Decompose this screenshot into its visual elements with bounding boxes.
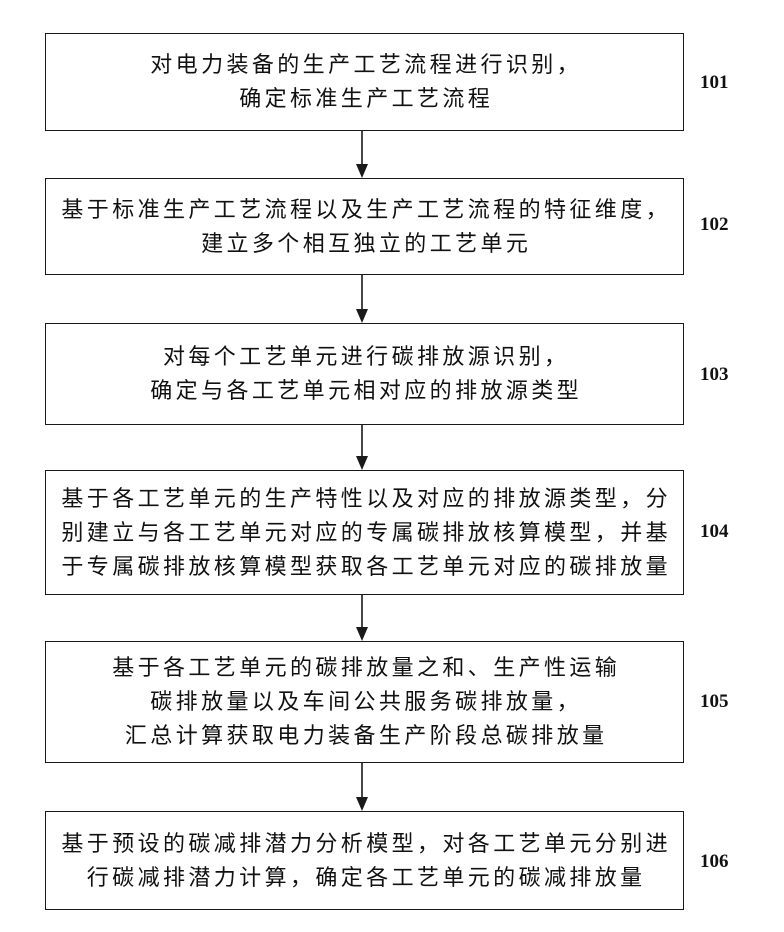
step-number-104: 104 xyxy=(700,520,750,544)
step-text-line: 对电力装备的生产工艺流程进行识别， xyxy=(147,48,582,82)
step-number-103: 103 xyxy=(700,363,750,387)
step-text-line: 汇总计算获取电力装备生产阶段总碳排放量 xyxy=(122,719,608,753)
step-text-line: 基于各工艺单元的碳排放量之和、生产性运输 xyxy=(109,651,620,685)
step-box-106: 基于预设的碳减排潜力分析模型，对各工艺单元分别进 行碳减排潜力计算，确定各工艺单… xyxy=(45,811,684,910)
step-text-line: 确定标准生产工艺流程 xyxy=(236,82,493,116)
arrow-105-to-106 xyxy=(352,763,372,811)
step-number-101: 101 xyxy=(700,71,750,95)
step-number-105: 105 xyxy=(700,690,750,714)
arrow-101-to-102 xyxy=(352,131,372,178)
step-box-101: 对电力装备的生产工艺流程进行识别， 确定标准生产工艺流程 xyxy=(45,33,684,131)
arrow-103-to-104 xyxy=(352,425,372,470)
step-text-line: 基于标准生产工艺流程以及生产工艺流程的特征维度， xyxy=(58,193,671,227)
step-text-line: 基于预设的碳减排潜力分析模型，对各工艺单元分别进 xyxy=(58,827,671,861)
step-text-line: 别建立与各工艺单元对应的专属碳排放核算模型，并基 xyxy=(58,516,671,550)
arrow-104-to-105 xyxy=(352,595,372,641)
arrow-102-to-103 xyxy=(352,275,372,323)
step-text-line: 行碳减排潜力计算，确定各工艺单元的碳减排放量 xyxy=(83,861,645,895)
step-box-105: 基于各工艺单元的碳排放量之和、生产性运输 碳排放量以及车间公共服务碳排放量， 汇… xyxy=(45,641,684,763)
step-box-103: 对每个工艺单元进行碳排放源识别， 确定与各工艺单元相对应的排放源类型 xyxy=(45,323,684,425)
step-number-106: 106 xyxy=(700,850,750,874)
step-text-line: 碳排放量以及车间公共服务碳排放量， xyxy=(147,685,582,719)
step-number-102: 102 xyxy=(700,213,750,237)
step-box-104: 基于各工艺单元的生产特性以及对应的排放源类型，分 别建立与各工艺单元对应的专属碳… xyxy=(45,470,684,595)
step-text-line: 对每个工艺单元进行碳排放源识别， xyxy=(160,340,570,374)
step-text-line: 于专属碳排放核算模型获取各工艺单元对应的碳排放量 xyxy=(58,550,671,584)
step-text-line: 建立多个相互独立的工艺单元 xyxy=(198,227,532,261)
step-text-line: 基于各工艺单元的生产特性以及对应的排放源类型，分 xyxy=(58,482,671,516)
step-box-102: 基于标准生产工艺流程以及生产工艺流程的特征维度， 建立多个相互独立的工艺单元 xyxy=(45,178,684,275)
step-text-line: 确定与各工艺单元相对应的排放源类型 xyxy=(147,374,582,408)
